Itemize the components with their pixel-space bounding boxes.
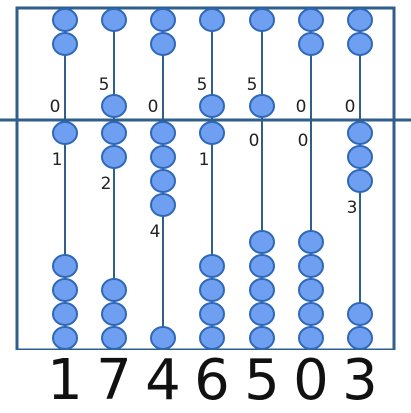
lower-bead-rest-r6-1: [299, 327, 323, 349]
digit-2: 7: [89, 350, 139, 412]
lower-bead-rest-r5-2: [250, 303, 274, 325]
number-readout: 1 7 4 6 5 0 3: [0, 350, 411, 412]
upper-bead-r3-2: [151, 33, 175, 55]
upper-bead-r7-2: [348, 33, 372, 55]
upper-bead-r3-1: [151, 9, 175, 31]
upper-bead-r1-1: [53, 9, 77, 31]
lower-bead-active-r1-1: [53, 122, 77, 144]
upper-bead-r5-2: [250, 95, 274, 117]
lower-bead-rest-r4-3: [200, 279, 224, 301]
digit-4: 6: [187, 350, 237, 412]
upper-bead-r6-2: [299, 33, 323, 55]
lower-bead-active-r3-4: [151, 194, 175, 216]
lower-bead-rest-r7-1: [348, 327, 372, 349]
lower-label-r1: 1: [52, 150, 63, 170]
lower-bead-rest-r6-2: [299, 303, 323, 325]
lower-bead-rest-r3-1: [151, 327, 175, 349]
lower-label-r7: 3: [347, 198, 358, 218]
lower-bead-rest-r5-5: [250, 231, 274, 253]
upper-label-r1: 0: [50, 97, 61, 117]
abacus: 0 1 5 2 0 4 5 1 5 0 0 0 0 3: [0, 0, 411, 350]
lower-bead-active-r2-1: [102, 122, 126, 144]
lower-bead-active-r3-3: [151, 170, 175, 192]
lower-bead-rest-r2-2: [102, 303, 126, 325]
upper-bead-r2-2: [102, 95, 126, 117]
lower-bead-rest-r1-4: [53, 255, 77, 277]
lower-bead-rest-r2-1: [102, 327, 126, 349]
upper-label-r2: 5: [99, 75, 110, 95]
digit-1: 1: [40, 350, 90, 412]
upper-bead-r4-1: [200, 9, 224, 31]
lower-bead-active-r7-1: [348, 122, 372, 144]
lower-bead-rest-r5-4: [250, 255, 274, 277]
lower-bead-rest-r4-1: [200, 327, 224, 349]
upper-label-r3: 0: [148, 97, 159, 117]
upper-bead-r5-1: [250, 9, 274, 31]
lower-bead-active-r2-2: [102, 146, 126, 168]
lower-bead-rest-r4-2: [200, 303, 224, 325]
lower-label-r6: 0: [298, 131, 309, 151]
upper-label-r4: 5: [197, 75, 208, 95]
lower-bead-rest-r7-2: [348, 303, 372, 325]
upper-label-r5: 5: [247, 75, 258, 95]
lower-label-r3: 4: [150, 222, 161, 242]
digit-7: 3: [335, 350, 385, 412]
upper-label-r6: 0: [296, 97, 307, 117]
digit-3: 4: [138, 350, 188, 412]
lower-bead-rest-r1-2: [53, 303, 77, 325]
lower-bead-active-r3-1: [151, 122, 175, 144]
lower-bead-rest-r1-3: [53, 279, 77, 301]
lower-bead-active-r4-1: [200, 122, 224, 144]
lower-label-r2: 2: [101, 174, 112, 194]
digit-5: 5: [237, 350, 287, 412]
upper-bead-r4-2: [200, 95, 224, 117]
upper-bead-r7-1: [348, 9, 372, 31]
upper-bead-r2-1: [102, 9, 126, 31]
lower-bead-rest-r4-4: [200, 255, 224, 277]
lower-bead-rest-r5-3: [250, 279, 274, 301]
upper-bead-r1-2: [53, 33, 77, 55]
lower-bead-rest-r5-1: [250, 327, 274, 349]
lower-bead-active-r7-2: [348, 146, 372, 168]
lower-label-r5: 0: [249, 131, 260, 151]
lower-bead-rest-r6-5: [299, 231, 323, 253]
lower-bead-rest-r1-1: [53, 327, 77, 349]
upper-label-r7: 0: [345, 97, 356, 117]
lower-label-r4: 1: [199, 150, 210, 170]
lower-bead-rest-r6-3: [299, 279, 323, 301]
lower-bead-active-r3-2: [151, 146, 175, 168]
upper-bead-r6-1: [299, 9, 323, 31]
lower-bead-active-r7-3: [348, 170, 372, 192]
lower-bead-rest-r6-4: [299, 255, 323, 277]
lower-bead-rest-r2-3: [102, 279, 126, 301]
digit-6: 0: [286, 350, 336, 412]
